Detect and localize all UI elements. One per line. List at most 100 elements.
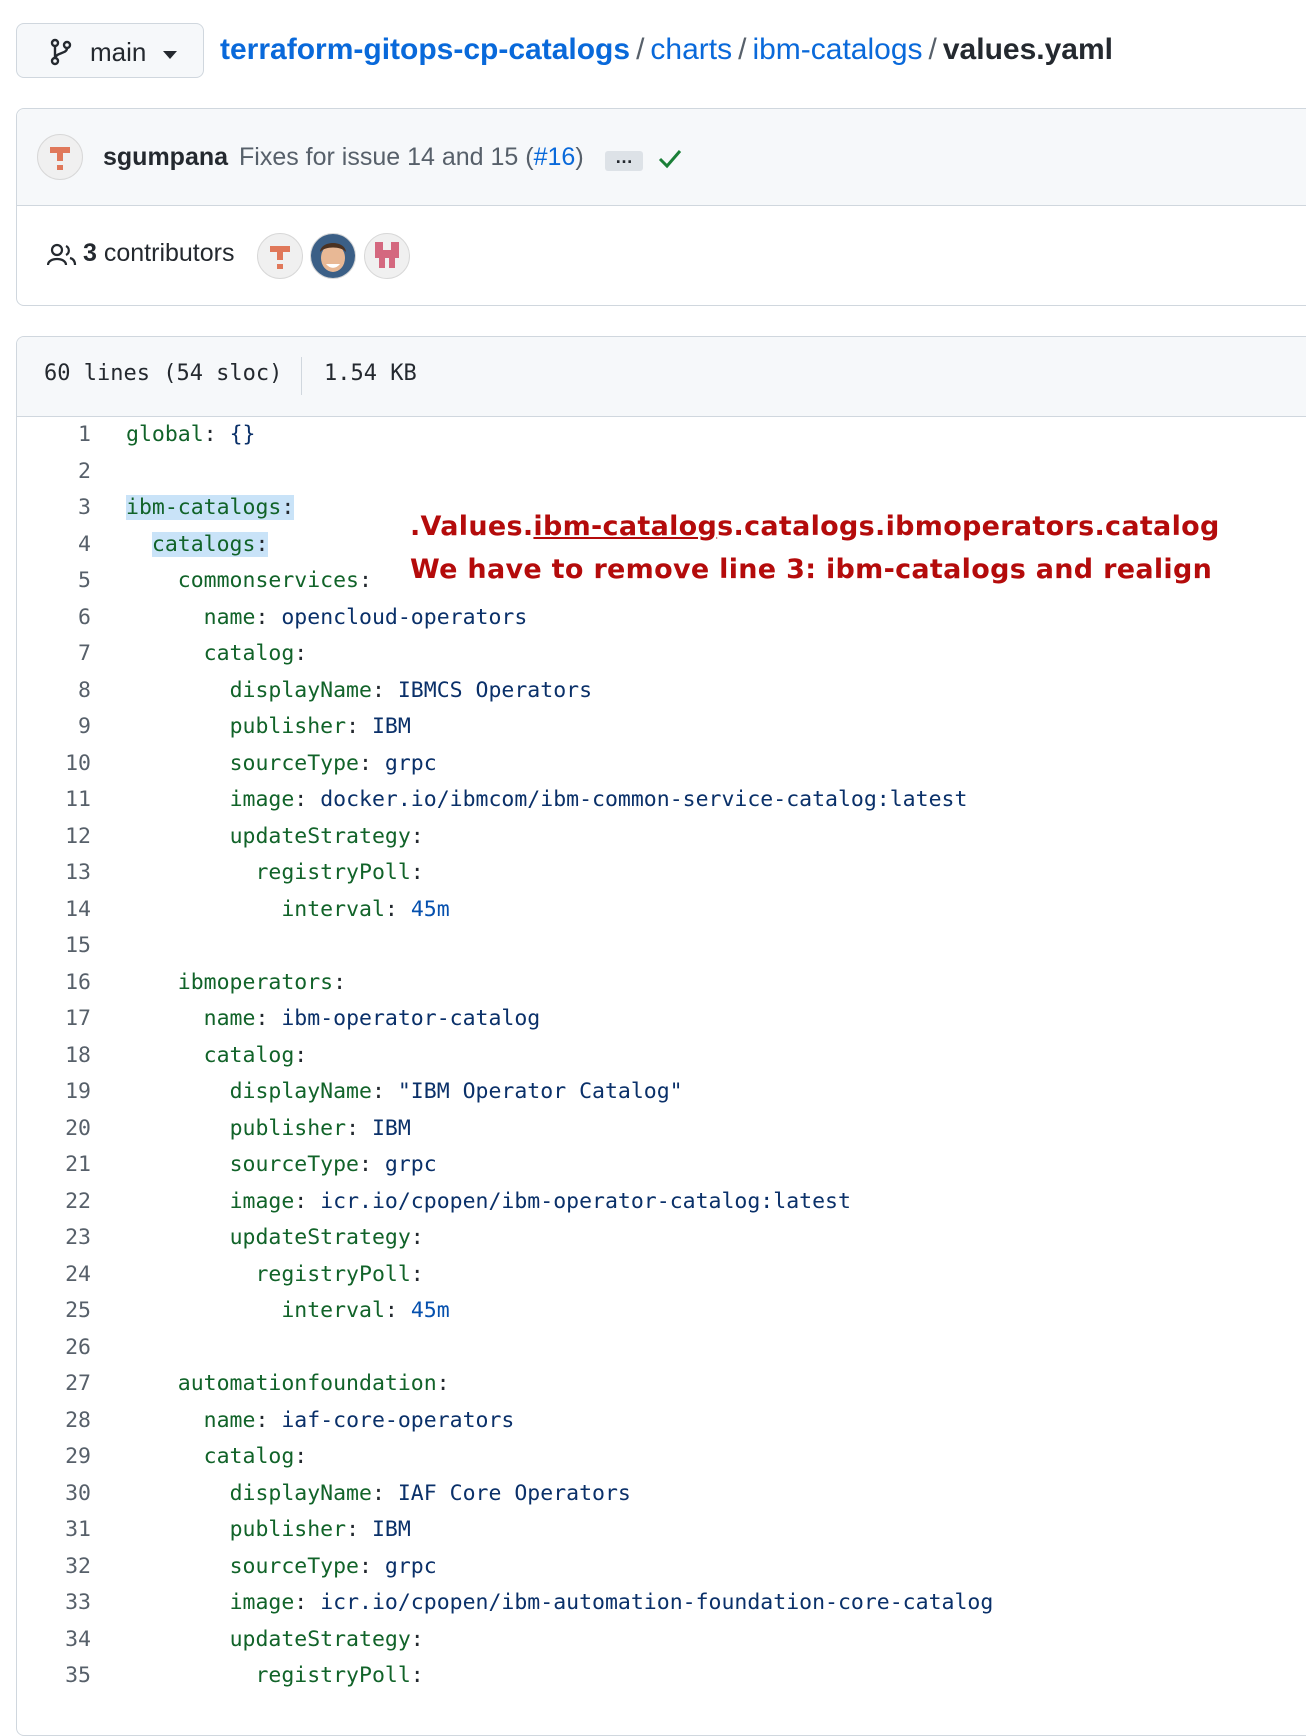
line-number[interactable]: 3 bbox=[78, 495, 91, 520]
yaml-key: interval bbox=[281, 1298, 385, 1323]
line-number[interactable]: 35 bbox=[65, 1663, 91, 1688]
file-info-header: 60 lines (54 sloc) 1.54 KB bbox=[17, 337, 1306, 417]
code-text: name: iaf-core-operators bbox=[126, 1403, 515, 1440]
line-number[interactable]: 27 bbox=[65, 1371, 91, 1396]
yaml-key: displayName bbox=[229, 1480, 372, 1506]
file-line-count: 60 lines (54 sloc) bbox=[44, 361, 283, 386]
line-number[interactable]: 21 bbox=[65, 1152, 91, 1177]
code-line: 16 ibmoperators: bbox=[17, 965, 1306, 1002]
yaml-key: publisher bbox=[229, 1115, 347, 1141]
yaml-colon: : bbox=[359, 750, 372, 776]
line-number[interactable]: 6 bbox=[78, 604, 91, 630]
yaml-colon: : bbox=[255, 1407, 269, 1433]
commit-author-link[interactable]: sgumpana bbox=[103, 143, 229, 171]
yaml-colon: : bbox=[203, 422, 217, 447]
line-number[interactable]: 12 bbox=[65, 823, 91, 849]
line-number[interactable]: 18 bbox=[65, 1042, 91, 1068]
code-line: 8 displayName: IBMCS Operators bbox=[17, 673, 1306, 710]
yaml-key: image bbox=[229, 787, 295, 812]
line-number[interactable]: 1 bbox=[78, 422, 91, 447]
avatar[interactable] bbox=[364, 233, 410, 279]
file-info-divider bbox=[301, 357, 302, 395]
git-branch-icon bbox=[49, 38, 73, 71]
avatar[interactable] bbox=[37, 134, 83, 180]
line-number[interactable]: 15 bbox=[65, 933, 91, 958]
line-number[interactable]: 24 bbox=[65, 1261, 91, 1287]
annotation-prefix: .Values. bbox=[410, 511, 534, 542]
line-number[interactable]: 29 bbox=[65, 1444, 91, 1469]
yaml-colon: : bbox=[294, 1042, 308, 1068]
line-number[interactable]: 8 bbox=[78, 677, 91, 703]
expand-commit-message-button[interactable]: … bbox=[605, 148, 643, 171]
pull-request-link[interactable]: #16 bbox=[533, 143, 576, 171]
line-number[interactable]: 11 bbox=[65, 787, 91, 812]
yaml-colon: : bbox=[346, 714, 360, 739]
yaml-key: updateStrategy bbox=[229, 823, 411, 849]
line-number[interactable]: 19 bbox=[65, 1079, 91, 1104]
branch-selector-button[interactable]: main bbox=[16, 23, 204, 78]
code-indent bbox=[126, 1006, 204, 1031]
yaml-colon: : bbox=[255, 604, 269, 630]
line-number[interactable]: 28 bbox=[65, 1407, 91, 1433]
yaml-key: commonservices bbox=[177, 568, 359, 593]
breadcrumb-charts-link[interactable]: charts bbox=[650, 33, 733, 66]
line-number[interactable]: 14 bbox=[65, 896, 91, 922]
yaml-colon: : bbox=[410, 860, 424, 885]
line-number[interactable]: 16 bbox=[65, 969, 91, 995]
code-indent bbox=[126, 1262, 255, 1287]
line-number[interactable]: 4 bbox=[78, 531, 91, 557]
code-text: catalog: bbox=[126, 1439, 308, 1476]
line-number[interactable]: 13 bbox=[65, 860, 91, 885]
code-line: 29 catalog: bbox=[17, 1439, 1306, 1476]
line-number[interactable]: 7 bbox=[78, 641, 91, 666]
yaml-key: global bbox=[126, 422, 204, 447]
breadcrumb-repo-link[interactable]: terraform-gitops-cp-catalogs bbox=[220, 33, 631, 66]
line-number[interactable]: 30 bbox=[65, 1480, 91, 1506]
line-number[interactable]: 2 bbox=[78, 458, 91, 484]
breadcrumb-separator: / bbox=[636, 33, 645, 66]
yaml-key: image bbox=[229, 1590, 295, 1615]
code-line: 20 publisher: IBM bbox=[17, 1111, 1306, 1148]
code-text: catalog: bbox=[126, 1038, 308, 1075]
code-line: 7 catalog: bbox=[17, 636, 1306, 673]
yaml-colon: : bbox=[255, 1006, 269, 1031]
line-number[interactable]: 31 bbox=[65, 1517, 91, 1542]
line-number[interactable]: 26 bbox=[65, 1334, 91, 1360]
contributors-link[interactable]: 3 contributors bbox=[83, 239, 234, 268]
check-icon[interactable] bbox=[657, 145, 683, 176]
line-number[interactable]: 5 bbox=[78, 568, 91, 593]
commit-message[interactable]: Fixes for issue 14 and 15 (#16) bbox=[239, 143, 584, 172]
line-number[interactable]: 23 bbox=[65, 1225, 91, 1250]
annotation-note: .Values.ibm-catalogs.catalogs.ibmoperato… bbox=[410, 505, 1220, 591]
yaml-key: catalog bbox=[203, 1444, 295, 1469]
code-text: updateStrategy: bbox=[126, 1622, 424, 1659]
yaml-value: IBM bbox=[371, 1517, 411, 1542]
yaml-colon: : bbox=[410, 823, 424, 849]
code-indent bbox=[126, 1663, 255, 1688]
code-line: 26 bbox=[17, 1330, 1306, 1367]
avatar[interactable] bbox=[310, 233, 356, 279]
line-number[interactable]: 25 bbox=[65, 1298, 91, 1323]
line-number[interactable]: 9 bbox=[78, 714, 91, 739]
line-number[interactable]: 32 bbox=[65, 1553, 91, 1579]
line-number[interactable]: 17 bbox=[65, 1006, 91, 1031]
code-indent bbox=[126, 751, 230, 776]
breadcrumb-ibm-catalogs-link[interactable]: ibm-catalogs bbox=[752, 33, 923, 66]
line-number[interactable]: 33 bbox=[65, 1590, 91, 1615]
code-line: 28 name: iaf-core-operators bbox=[17, 1403, 1306, 1440]
code-indent bbox=[126, 678, 230, 703]
code-line: 19 displayName: "IBM Operator Catalog" bbox=[17, 1074, 1306, 1111]
annotation-suffix: s.catalogs.ibmoperators.catalog bbox=[717, 511, 1220, 542]
code-text: image: icr.io/cpopen/ibm-operator-catalo… bbox=[126, 1184, 851, 1221]
line-number[interactable]: 20 bbox=[65, 1115, 91, 1141]
code-indent bbox=[126, 787, 230, 812]
annotation-underlined: ibm-catalog bbox=[533, 511, 718, 542]
avatar[interactable] bbox=[257, 233, 303, 279]
yaml-value: docker.io/ibmcom/ibm-common-service-cata… bbox=[320, 787, 968, 812]
line-number[interactable]: 10 bbox=[65, 750, 91, 776]
line-number[interactable]: 34 bbox=[65, 1626, 91, 1652]
line-number[interactable]: 22 bbox=[65, 1188, 91, 1214]
commit-message-suffix: ) bbox=[575, 143, 584, 171]
code-text: publisher: IBM bbox=[126, 1512, 411, 1549]
